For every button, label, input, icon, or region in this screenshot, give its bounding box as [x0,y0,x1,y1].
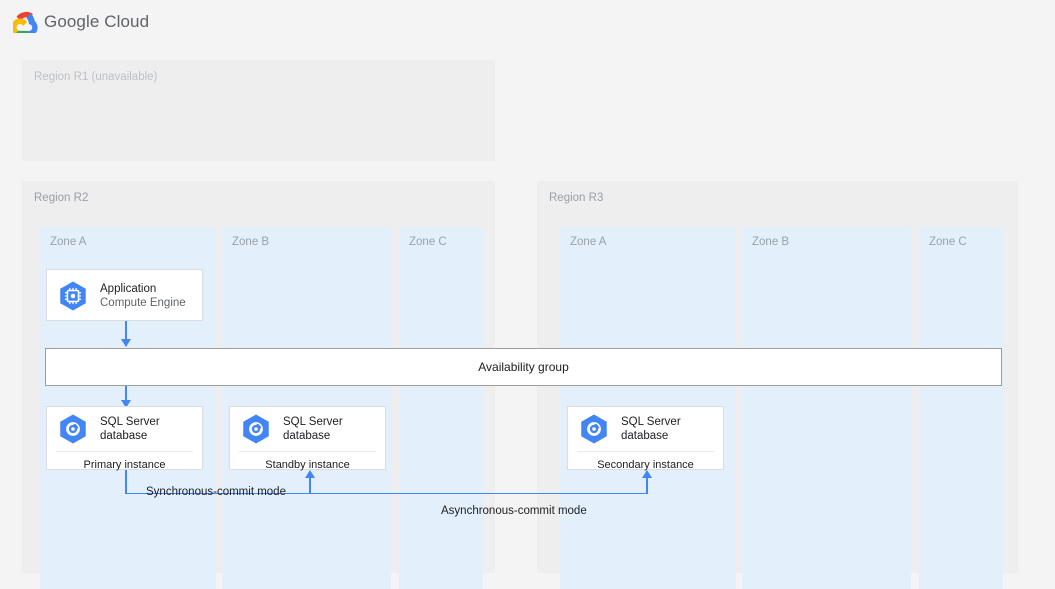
application-card-subtitle: Compute Engine [100,297,186,309]
connector-sync-down [125,470,127,494]
google-cloud-logo-icon [13,11,38,33]
primary-database-footer: Primary instance [83,459,166,471]
availability-group-bar: Availability group [45,348,1002,386]
zone-label: Zone B [752,236,790,248]
region-r1: Region R1 (unavailable) [22,60,495,161]
region-r3-zone-b: Zone B [742,227,911,589]
arrow-availability-group-to-primary-icon [121,400,131,408]
region-r2-label: Region R2 [34,192,89,204]
standby-database-title: SQL Server [283,415,343,428]
connector-async-up [646,478,648,494]
arrow-async-to-secondary-icon [642,470,652,478]
primary-database-card[interactable]: SQL Server database Primary instance [46,406,203,471]
connector-async-across [311,492,648,495]
region-r1-label: Region R1 (unavailable) [34,71,158,83]
application-card-title: Application [100,282,157,295]
card-divider [56,451,193,452]
zone-label: Zone A [570,236,607,248]
secondary-database-title-2: database [621,430,669,442]
secondary-database-footer: Secondary instance [597,459,694,471]
connector-availability-group-to-primary [125,385,127,408]
page-header: Google Cloud [0,0,1055,46]
primary-database-title: SQL Server [100,415,160,428]
connector-sync-up [309,478,311,494]
asynchronous-commit-label: Asynchronous-commit mode [441,505,587,517]
zone-label: Zone C [409,236,447,248]
compute-engine-icon [60,281,86,311]
connector-app-to-availability-group [125,320,127,346]
card-divider [577,451,714,452]
secondary-database-card[interactable]: SQL Server database Secondary instance [567,406,724,471]
sql-server-database-icon [581,414,607,444]
connector-sync-across [125,492,311,495]
sql-server-database-icon [243,414,269,444]
primary-database-title-2: database [100,430,148,442]
region-r3-label: Region R3 [549,192,604,204]
region-r2-zone-c: Zone C [399,227,483,589]
region-r3-zone-c: Zone C [919,227,1003,589]
availability-group-label: Availability group [478,360,569,374]
zone-label: Zone C [929,236,967,248]
standby-database-title-2: database [283,430,331,442]
standby-database-card[interactable]: SQL Server database Standby instance [229,406,386,471]
arrow-app-to-availability-group-icon [121,339,131,347]
zone-label: Zone A [50,236,87,248]
arrow-sync-to-standby-icon [305,470,315,478]
application-card[interactable]: Application Compute Engine [46,269,203,321]
brand-name: Google Cloud [44,12,150,31]
secondary-database-title: SQL Server [621,415,681,428]
sql-server-database-icon [60,414,86,444]
card-divider [239,451,376,452]
standby-database-footer: Standby instance [265,459,350,471]
synchronous-commit-label: Synchronous-commit mode [146,486,286,498]
zone-label: Zone B [232,236,270,248]
